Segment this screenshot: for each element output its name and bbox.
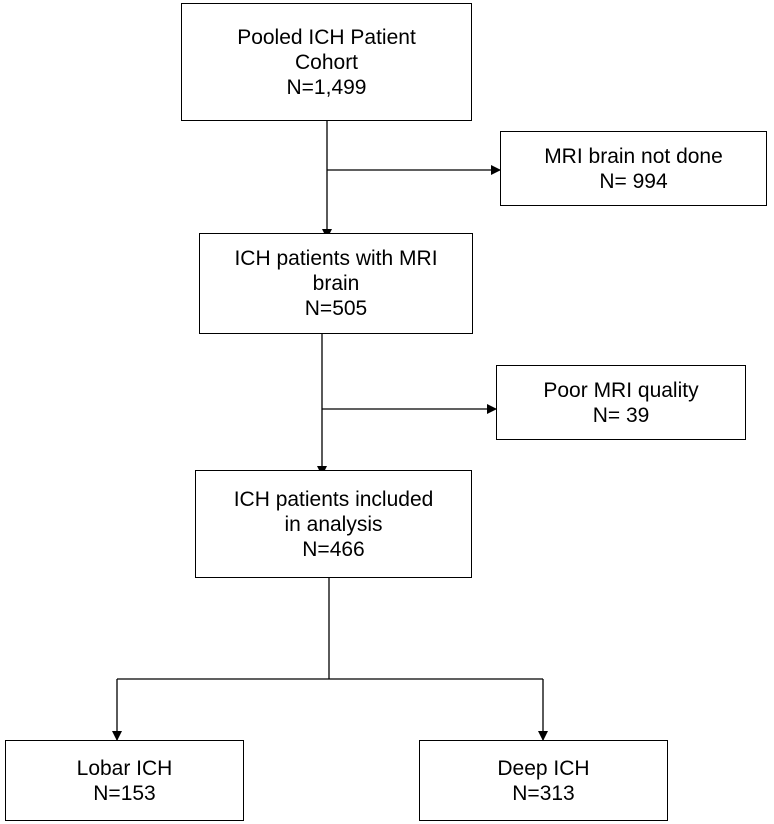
with-mri-line-2: brain (312, 272, 360, 295)
poor-mri-quality-box: Poor MRI quality N= 39 (496, 365, 746, 440)
deep-ich-box: Deep ICH N=313 (419, 740, 668, 821)
deep-ich-label: Deep ICH (497, 756, 590, 780)
mri-not-done-box: MRI brain not done N= 994 (500, 131, 767, 206)
mri-not-done-count: N= 994 (599, 169, 668, 193)
included-count: N=466 (302, 537, 365, 561)
lobar-ich-box: Lobar ICH N=153 (5, 740, 244, 821)
pooled-cohort-line-2: Cohort (294, 50, 359, 74)
poor-mri-quality-label: Poor MRI quality (543, 378, 699, 402)
with-mri-count: N=505 (304, 297, 368, 320)
lobar-ich-label: Lobar ICH (76, 756, 173, 780)
with-mri-line-1: ICH patients with MRI (234, 247, 438, 270)
pooled-cohort-line-1: Pooled ICH Patient (237, 25, 416, 49)
mri-not-done-label: MRI brain not done (544, 144, 723, 168)
lobar-ich-count: N=153 (93, 781, 156, 805)
included-in-analysis-box: ICH patients included in analysis N=466 (195, 470, 472, 578)
included-line-2: in analysis (284, 512, 383, 536)
poor-mri-quality-count: N= 39 (592, 403, 650, 427)
deep-ich-count: N=313 (512, 781, 575, 805)
included-line-1: ICH patients included (233, 487, 434, 511)
with-mri-box: ICH patients with MRI brain N=505 (199, 233, 473, 334)
pooled-cohort-box: Pooled ICH Patient Cohort N=1,499 (181, 3, 472, 121)
pooled-cohort-count: N=1,499 (286, 75, 367, 99)
